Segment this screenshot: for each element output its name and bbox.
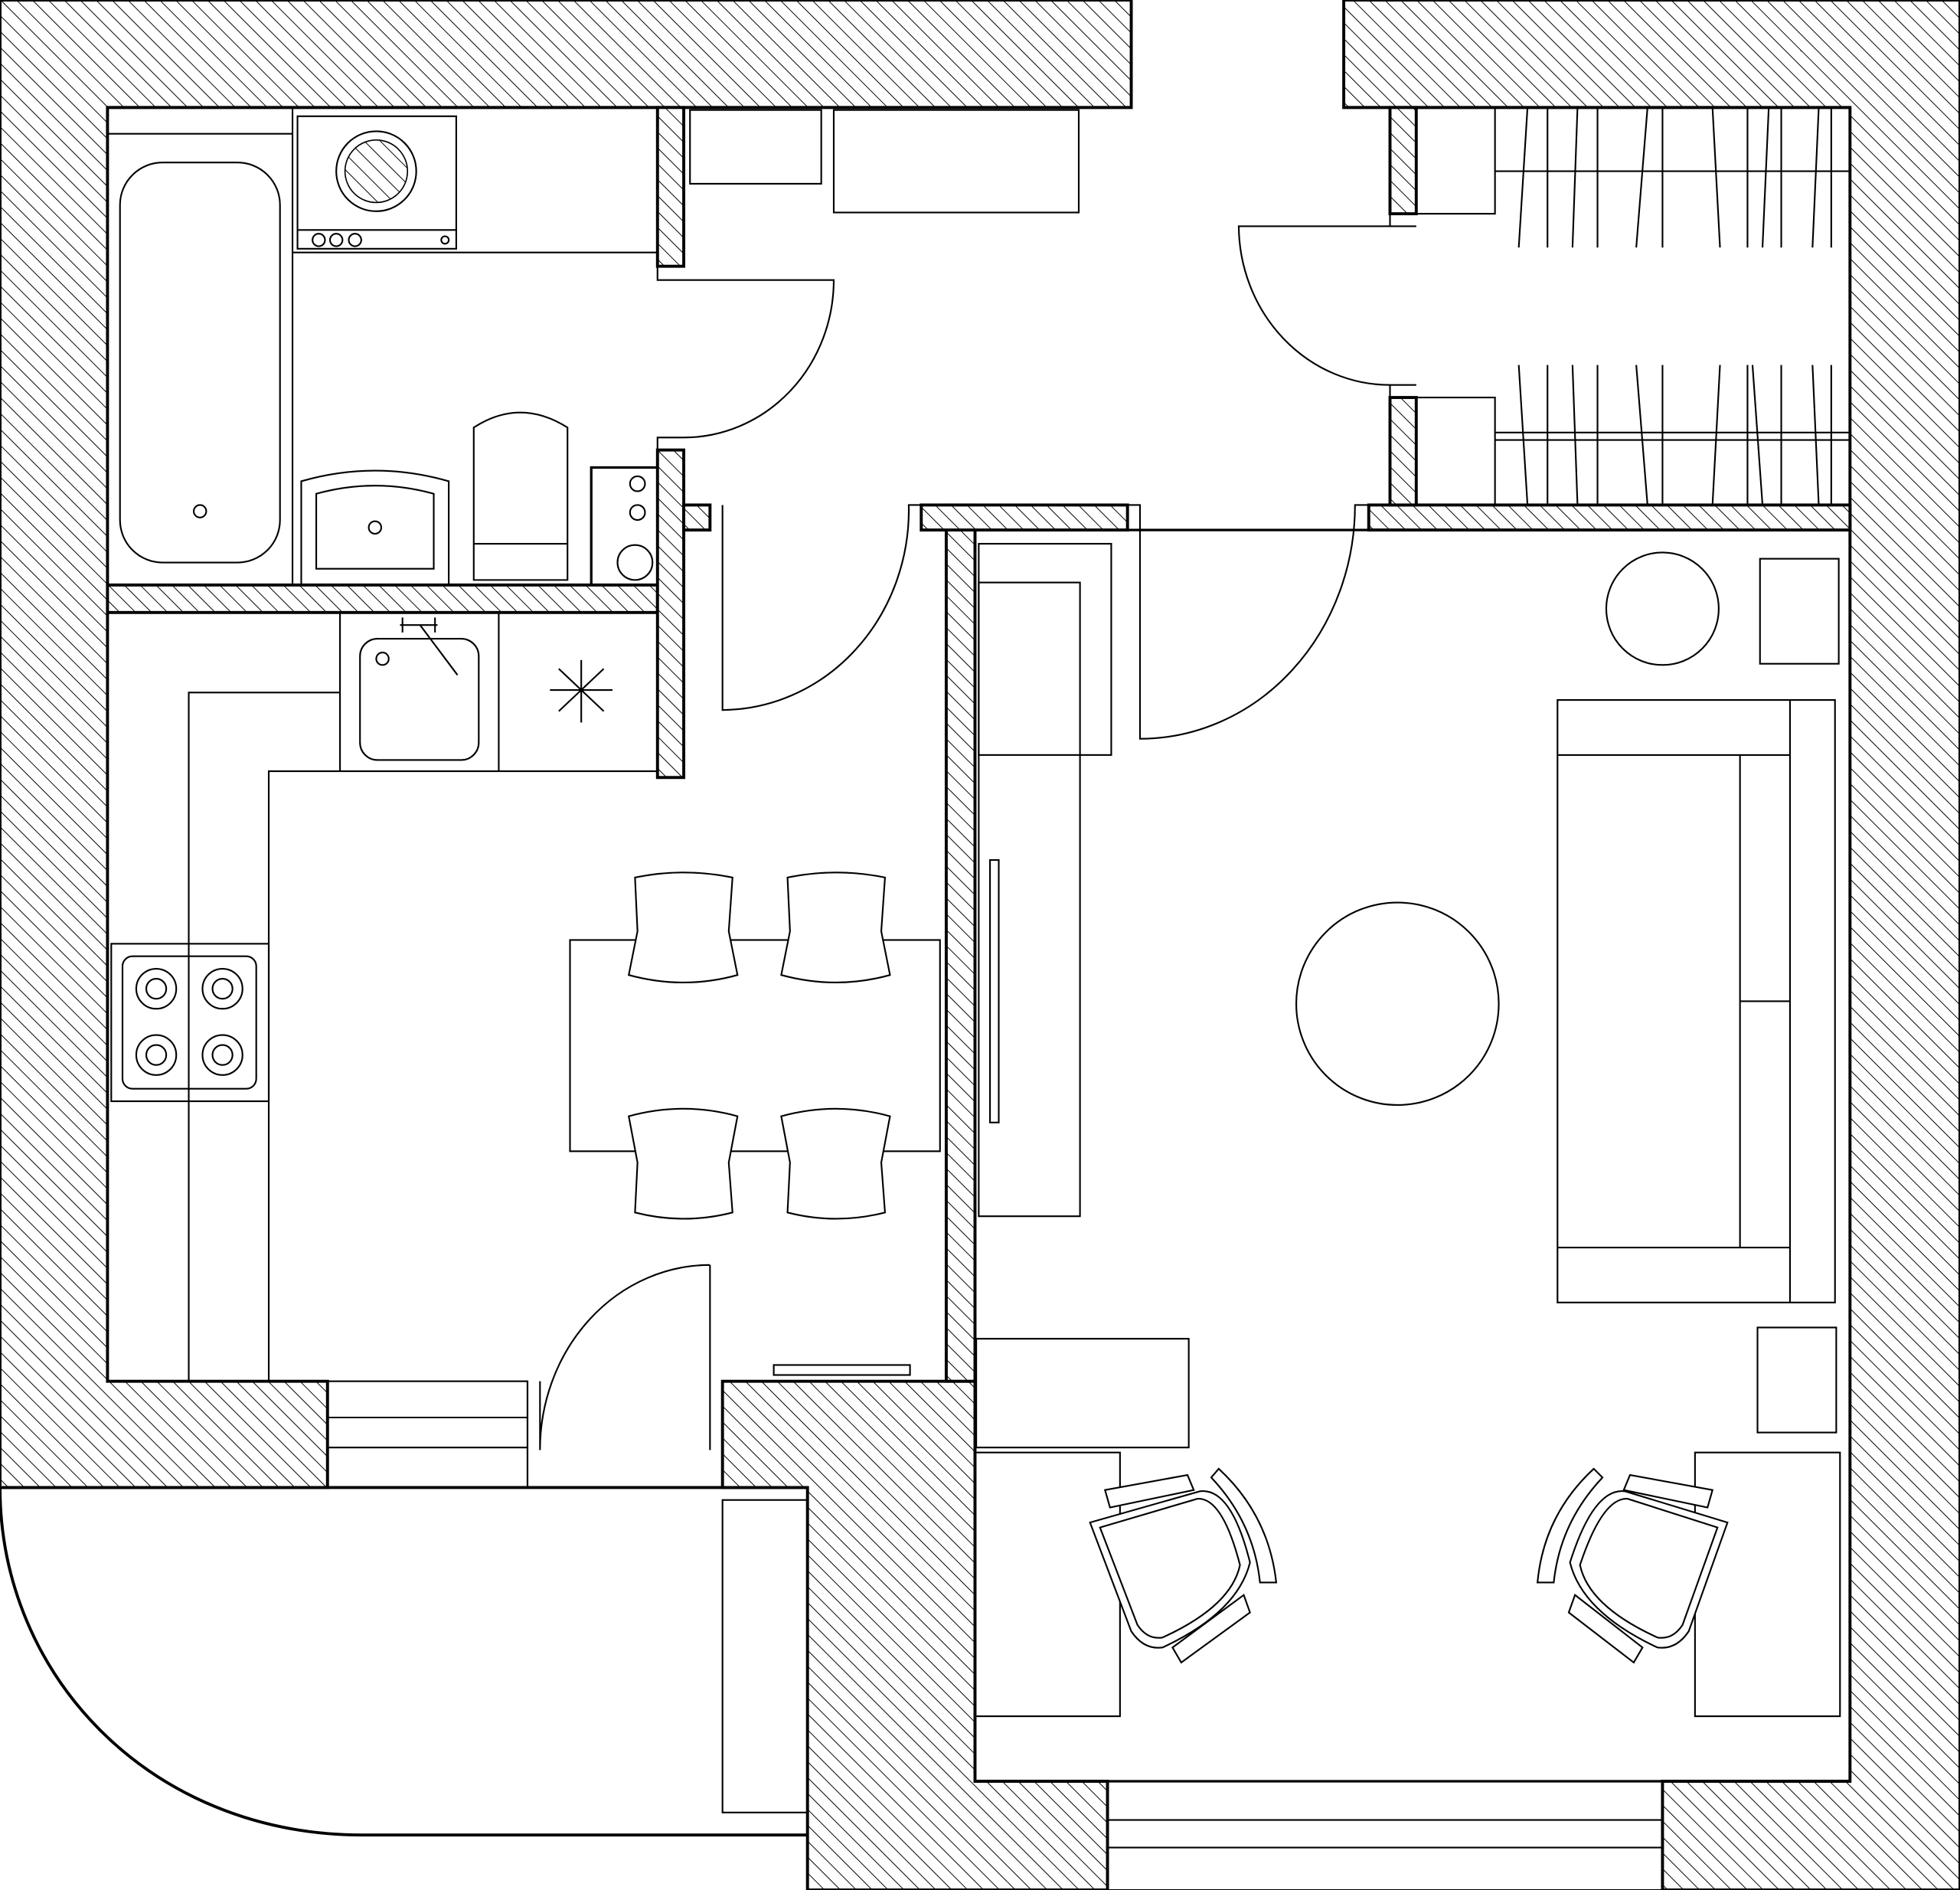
tv	[989, 858, 1000, 1123]
wall-bath-kitchen	[106, 583, 659, 614]
hallway-cabinet	[832, 109, 1080, 214]
tv-stand	[978, 581, 1081, 1218]
wall-bottom-middle	[720, 1379, 1109, 1890]
living-door[interactable]	[1127, 504, 1370, 740]
hangers-top	[1517, 107, 1832, 505]
wall-closet-living	[1367, 503, 1852, 532]
chair	[780, 871, 891, 983]
cabinet	[975, 1338, 1190, 1449]
wall-bath-hall-upper	[655, 106, 686, 268]
side-table	[1759, 558, 1840, 665]
coffee-table	[1295, 901, 1500, 1106]
chair	[780, 1107, 891, 1220]
balcony-door[interactable]	[526, 1264, 711, 1488]
kitchen-sink	[359, 617, 480, 761]
doors	[656, 214, 1416, 740]
window-living	[1106, 1780, 1664, 1890]
wall-closet-lower	[1388, 396, 1418, 507]
toilet	[472, 411, 569, 581]
balcony-shelf	[721, 1499, 808, 1813]
closet	[1415, 106, 1851, 506]
sofa	[1557, 699, 1836, 1303]
stove	[110, 943, 270, 1103]
windows	[326, 1380, 1664, 1890]
kitchen	[110, 612, 941, 1382]
interior-walls	[106, 106, 1852, 1383]
chair	[627, 871, 739, 983]
fridge-marker	[550, 659, 612, 723]
wall-closet-upper	[1388, 106, 1418, 216]
closet-door[interactable]	[1237, 214, 1391, 398]
wall-kitchen-living	[944, 503, 977, 1383]
wall-hall-living	[920, 503, 1129, 532]
bathroom	[107, 107, 659, 587]
wall-kitchen-stub	[682, 503, 712, 532]
office-chair-left	[1089, 1467, 1278, 1664]
wardrobe	[978, 542, 1112, 756]
radiator	[773, 1364, 911, 1376]
dining-chairs	[627, 871, 891, 1220]
sink	[300, 469, 450, 585]
water-heater	[590, 466, 659, 587]
hallway-shelf	[689, 109, 822, 185]
balcony	[0, 1264, 808, 1837]
dining-table	[569, 939, 941, 1153]
living-room	[973, 528, 1851, 1783]
washing-machine	[296, 115, 457, 250]
desk-right	[1694, 1451, 1841, 1718]
plant	[1605, 551, 1720, 666]
kitchen-door[interactable]	[721, 504, 923, 711]
office-chair-right	[1536, 1467, 1729, 1664]
bathroom-door[interactable]	[656, 266, 835, 450]
chair	[627, 1107, 739, 1220]
side-table-2	[1756, 1326, 1838, 1434]
window-kitchen	[326, 1380, 529, 1489]
desk-left	[974, 1451, 1121, 1718]
bathtub	[119, 162, 281, 564]
wall-bath-hall-lower	[655, 448, 686, 780]
